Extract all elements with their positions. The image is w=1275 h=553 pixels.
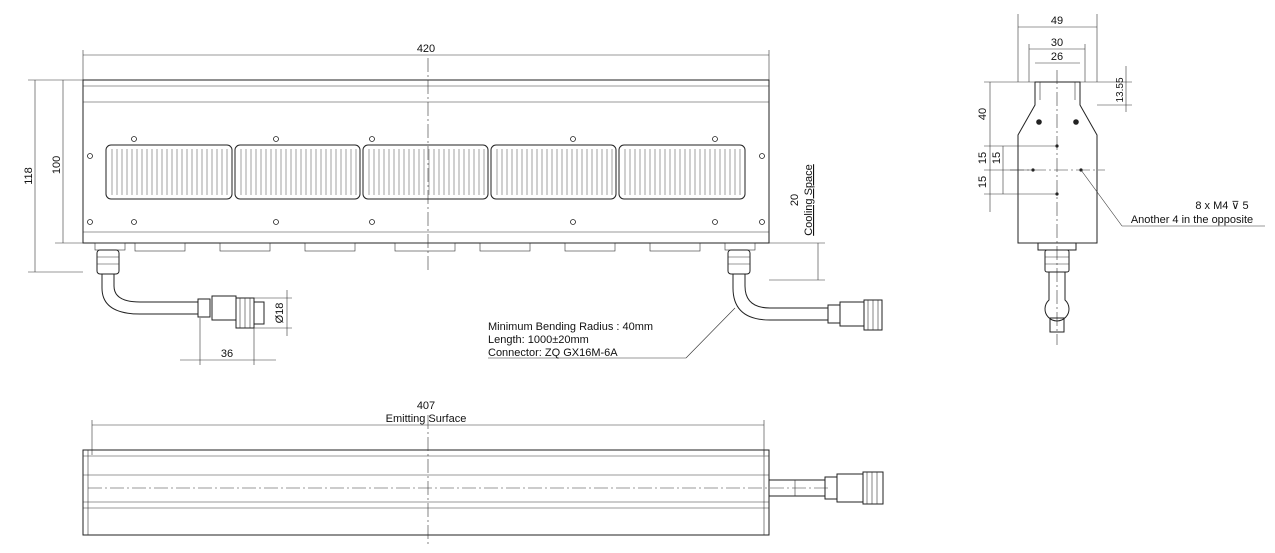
side-housing [1017, 81, 1098, 244]
bottom-housing [82, 449, 770, 536]
bottom-view: 407 Emitting Surface [82, 400, 884, 545]
dim-width-outer: 49 [1051, 15, 1063, 27]
dim-spacing-b: 15 [977, 176, 989, 188]
dim-cooling: 20 Cooling Space [769, 164, 825, 281]
front-housing [82, 79, 770, 244]
bottom-connector [862, 471, 884, 505]
dim-cooling-value: 20 [789, 194, 801, 206]
dim-407: 407 Emitting Surface [91, 400, 765, 455]
dim-height-40: 40 [977, 108, 989, 120]
dim-width-mid: 30 [1051, 37, 1063, 49]
dim-spacing-c: 15 [991, 152, 1003, 164]
thread-callout: 8 x M4 ⊽ 5 Another 4 in the opposite [1080, 169, 1265, 227]
dim-cooling-label: Cooling Space [803, 164, 815, 236]
dim-height-outer-label: 118 [23, 167, 35, 185]
dim-offset-label: 36 [221, 348, 233, 360]
callout-bend-radius: Minimum Bending Radius : 40mm [488, 321, 653, 333]
callout-thread: 8 x M4 ⊽ 5 [1195, 200, 1248, 212]
dim-emitting-label: Emitting Surface [386, 413, 467, 425]
dim-13-55: 13.55 [1080, 66, 1132, 112]
fin-panels [105, 144, 746, 200]
dim-length-label: 420 [417, 43, 435, 55]
callout-length: Length: 1000±20mm [488, 334, 589, 346]
dim-dia18: Ø18 [254, 290, 292, 336]
callout-connector: Connector: ZQ GX16M-6A [488, 347, 618, 359]
side-view: 49 30 26 13.55 40 15 15 15 [977, 14, 1265, 345]
dim-spacing-a: 15 [977, 152, 989, 164]
dim-100: 100 [51, 80, 83, 244]
dim-dia-label: Ø18 [274, 303, 286, 324]
dim-width-inner: 26 [1051, 51, 1063, 63]
left-cable [96, 249, 265, 329]
dim-emitting-length: 407 [417, 400, 435, 412]
dim-118: 118 [23, 79, 83, 273]
dim-36: 36 [180, 318, 276, 365]
dim-top-offset: 13.55 [1115, 77, 1126, 102]
front-view: 420 118 100 20 Cooling Space [23, 43, 883, 365]
callout-opposite: Another 4 in the opposite [1131, 214, 1253, 226]
side-widths: 49 30 26 [1017, 14, 1098, 82]
dim-420: 420 [82, 43, 770, 80]
cable-callout: Minimum Bending Radius : 40mm Length: 10… [488, 307, 736, 359]
front-screws [87, 136, 765, 225]
right-cable [727, 249, 883, 331]
side-vertical-dims: 40 15 15 15 [977, 81, 1057, 212]
bottom-tabs [94, 242, 756, 252]
dim-height-inner-label: 100 [51, 156, 63, 174]
